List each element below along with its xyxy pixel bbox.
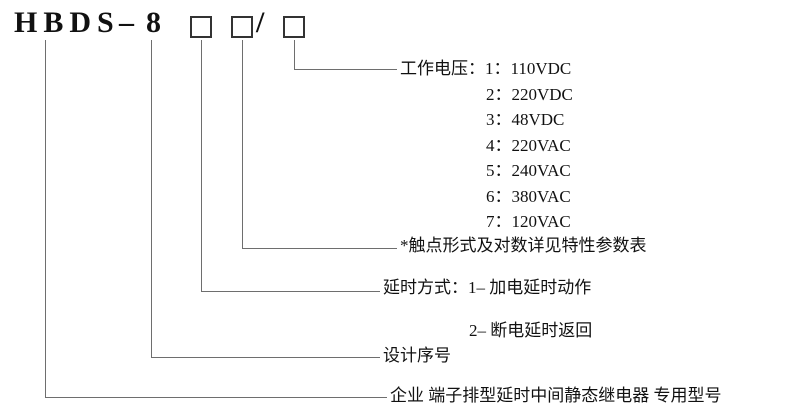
delay-option: 1– 加电延时动作 xyxy=(468,278,592,297)
voltage-option: 6：380VAC xyxy=(486,186,571,206)
voltage-line-1: 工作电压：1：110VDC xyxy=(400,56,573,82)
code-box-contact-form xyxy=(231,16,253,38)
design-serial-label: 设计序号 xyxy=(383,346,451,365)
voltage-option: 3：48VDC xyxy=(486,110,565,129)
voltage-label: 工作电压： xyxy=(400,59,485,78)
delay-label: 延时方式： xyxy=(383,278,468,297)
delay-option: 2– 断电延时返回 xyxy=(469,321,593,340)
code-box-voltage xyxy=(283,16,305,38)
model-prefix: HBDS xyxy=(14,6,120,39)
voltage-option: 7：120VAC xyxy=(486,212,571,231)
voltage-option: 5：240VAC xyxy=(486,161,571,180)
voltage-option: 2：220VDC xyxy=(486,84,573,104)
delay-callout-line-1: 延时方式：1– 加电延时动作 xyxy=(383,279,591,296)
model-dash: – xyxy=(119,6,134,39)
connector-delay-line xyxy=(201,40,380,292)
voltage-option: 1：110VDC xyxy=(485,59,572,78)
connector-design-line xyxy=(151,40,380,358)
connector-voltage-line xyxy=(294,40,397,70)
model-digit: 8 xyxy=(146,6,161,39)
connector-contact-line xyxy=(242,40,397,249)
code-box-delay-mode xyxy=(190,16,212,38)
model-slash: / xyxy=(256,6,265,39)
voltage-callout: 工作电压：1：110VDC 2：220VDC 3：48VDC 4：220VAC … xyxy=(400,56,573,235)
voltage-option: 4：220VAC xyxy=(486,135,571,155)
enterprise-label: 企业 端子排型延时中间静态继电器 专用型号 xyxy=(390,386,722,405)
contact-note: *触点形式及对数详见特性参数表 xyxy=(400,236,647,255)
connector-enterprise-line xyxy=(45,40,387,398)
